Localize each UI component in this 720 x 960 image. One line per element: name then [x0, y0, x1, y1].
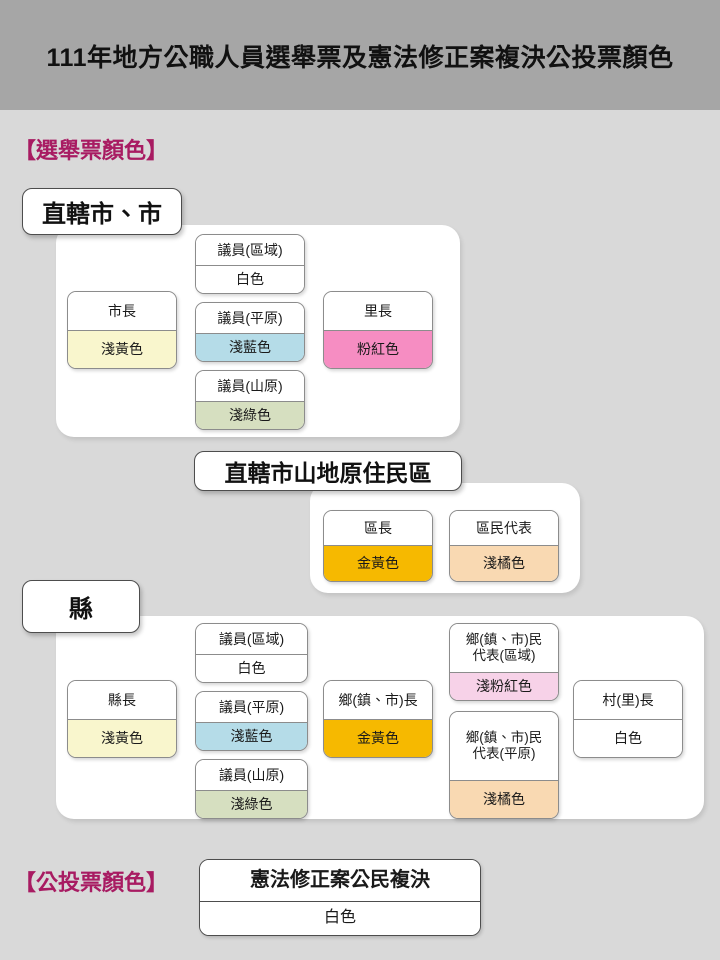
- ballot-card-title: 議員(區域): [196, 235, 304, 265]
- group-tag-label: 直轄市山地原住民區: [224, 460, 432, 486]
- ballot-card-title: 議員(山原): [196, 760, 307, 790]
- ballot-card-village-chief: 里長 粉紅色: [323, 291, 433, 369]
- ballot-card-councilor-plain-indigenous: 議員(平原) 淺藍色: [195, 302, 305, 362]
- referendum-card-title: 憲法修正案公民複決: [200, 860, 480, 901]
- ballot-card-councilor-district: 議員(區域) 白色: [195, 234, 305, 294]
- ballot-card-color: 金黃色: [324, 719, 432, 757]
- group-tag-indigenous-district: 直轄市山地原住民區: [194, 451, 462, 491]
- ballot-card-title: 議員(平原): [196, 692, 307, 722]
- referendum-ballot-card: 憲法修正案公民複決 白色: [199, 859, 481, 936]
- ballot-card-color: 淺粉紅色: [450, 672, 558, 700]
- ballot-card-color: 淺藍色: [196, 722, 307, 750]
- ballot-card-title: 議員(平原): [196, 303, 304, 333]
- referendum-card-color: 白色: [200, 901, 480, 935]
- ballot-card-title: 區長: [324, 511, 432, 545]
- ballot-card-county-councilor-district: 議員(區域) 白色: [195, 623, 308, 683]
- ballot-card-district-chief: 區長 金黃色: [323, 510, 433, 582]
- ballot-card-title: 議員(區域): [196, 624, 307, 654]
- ballot-card-title: 鄉(鎮、市)民 代表(區域): [450, 624, 558, 672]
- group-tag-municipality: 直轄市、市: [22, 188, 182, 235]
- ballot-card-color: 淺橘色: [450, 780, 558, 818]
- ballot-card-color: 淺藍色: [196, 333, 304, 361]
- ballot-card-county-councilor-plain-indigenous: 議員(平原) 淺藍色: [195, 691, 308, 751]
- ballot-card-color: 淺綠色: [196, 401, 304, 429]
- group-tag-county: 縣: [22, 580, 140, 633]
- ballot-card-color: 金黃色: [324, 545, 432, 581]
- ballot-card-color: 粉紅色: [324, 330, 432, 368]
- ballot-card-title: 村(里)長: [574, 681, 682, 719]
- ballot-card-title: 市長: [68, 292, 176, 330]
- ballot-card-color: 淺黃色: [68, 330, 176, 368]
- ballot-card-township-representative-plain-indigenous: 鄉(鎮、市)民 代表(平原) 淺橘色: [449, 711, 559, 819]
- ballot-card-color: 白色: [196, 265, 304, 293]
- header-band: [0, 0, 720, 110]
- ballot-card-councilor-mountain-indigenous: 議員(山原) 淺綠色: [195, 370, 305, 430]
- section-label-referendum-colors: 【公投票顏色】: [14, 870, 169, 895]
- group-tag-label: 直轄市、市: [42, 201, 162, 228]
- ballot-card-county-village-chief: 村(里)長 白色: [573, 680, 683, 758]
- group-tag-label: 縣: [69, 596, 93, 623]
- ballot-card-title: 區民代表: [450, 511, 558, 545]
- ballot-card-district-representative: 區民代表 淺橘色: [449, 510, 559, 582]
- ballot-card-title: 鄉(鎮、市)長: [324, 681, 432, 719]
- section-label-ballot-colors: 【選舉票顏色】: [14, 138, 169, 163]
- page-title: 111年地方公職人員選舉票及憲法修正案複決公投票顏色: [46, 44, 674, 72]
- ballot-card-title: 縣長: [68, 681, 176, 719]
- ballot-card-county-councilor-mountain-indigenous: 議員(山原) 淺綠色: [195, 759, 308, 819]
- ballot-card-color: 淺橘色: [450, 545, 558, 581]
- ballot-card-color: 白色: [196, 654, 307, 682]
- ballot-card-color: 淺綠色: [196, 790, 307, 818]
- ballot-card-title: 里長: [324, 292, 432, 330]
- ballot-card-mayor: 市長 淺黃色: [67, 291, 177, 369]
- ballot-card-township-chief: 鄉(鎮、市)長 金黃色: [323, 680, 433, 758]
- ballot-card-color: 白色: [574, 719, 682, 757]
- ballot-card-title: 議員(山原): [196, 371, 304, 401]
- ballot-card-township-representative-district: 鄉(鎮、市)民 代表(區域) 淺粉紅色: [449, 623, 559, 701]
- ballot-card-title: 鄉(鎮、市)民 代表(平原): [450, 712, 558, 780]
- ballot-card-county-magistrate: 縣長 淺黃色: [67, 680, 177, 758]
- ballot-card-color: 淺黃色: [68, 719, 176, 757]
